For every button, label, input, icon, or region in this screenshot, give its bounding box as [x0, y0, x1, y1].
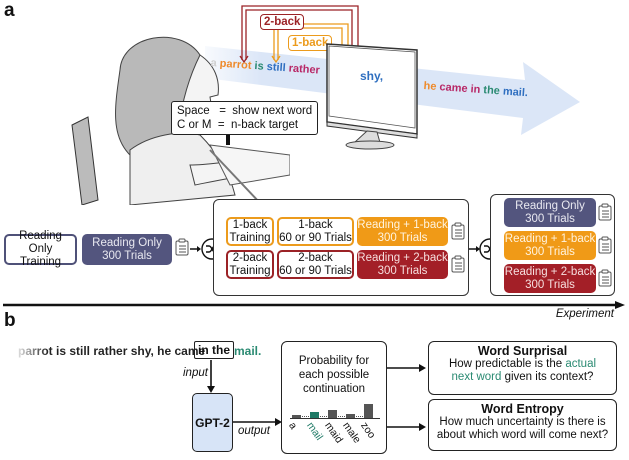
- experiment-axis: [3, 301, 625, 309]
- clipboard-icon: [598, 203, 612, 221]
- probability-box: Probability for each possible continuati…: [281, 341, 387, 454]
- two-back-label: 2-back: [260, 14, 305, 30]
- word: in: [470, 83, 481, 96]
- final-reading-plus-two-back: Reading + 2-back 300 Trials: [504, 264, 596, 293]
- arrow-to-entropy: [387, 423, 426, 431]
- word: he: [423, 80, 437, 93]
- surprisal-title: Word Surprisal: [477, 344, 568, 358]
- callout-pointer: [226, 135, 230, 145]
- prob-bar-a: [292, 415, 301, 418]
- arrow-to-surprisal: [387, 364, 426, 372]
- reading-only-training: Reading Only Training: [4, 230, 77, 268]
- prob-label-mail: mail: [304, 420, 326, 443]
- word: parrot: [219, 57, 252, 72]
- clipboard-icon: [451, 222, 465, 240]
- entropy-title: Word Entropy: [481, 402, 564, 416]
- word: mail.: [502, 85, 529, 100]
- prob-bar-zoo: [364, 404, 373, 418]
- word: still: [266, 60, 287, 75]
- output-label: output: [238, 425, 270, 437]
- reading-only-300: Reading Only 300 Trials: [82, 234, 172, 265]
- word: came: [439, 81, 468, 96]
- surprisal-line2: next word given its context?: [429, 371, 616, 384]
- probability-box-title: Probability for each possible continuati…: [298, 355, 370, 395]
- entropy-line1: How much uncertainty is there is: [439, 416, 606, 428]
- arrow-right-icon: [469, 246, 480, 252]
- gpt2-model: GPT-2: [192, 393, 233, 452]
- clipboard-icon: [175, 238, 189, 256]
- word: is: [254, 60, 265, 73]
- word: rather: [288, 62, 321, 77]
- word-surprisal-box: Word Surprisal How predictable is the ac…: [428, 341, 617, 395]
- word-entropy-box: Word Entropy How much uncertainty is the…: [428, 399, 617, 451]
- monitor: [326, 43, 418, 150]
- key-instructions: Space = show next word C or M = n-back t…: [171, 101, 319, 135]
- ellipsis-dots: [356, 416, 363, 418]
- word: a: [210, 57, 218, 70]
- clipboard-icon: [451, 255, 465, 273]
- one-back-60-90: 1-back 60 or 90 Trials: [277, 217, 354, 246]
- ellipsis-dots: [302, 416, 309, 418]
- prob-bar-mail: [310, 411, 319, 418]
- arrow-right-icon: [190, 246, 201, 252]
- nback-brackets: [239, 5, 359, 64]
- two-back-60-90: 2-back 60 or 90 Trials: [277, 250, 354, 279]
- highlight-text: next word: [451, 371, 502, 383]
- prob-bar-maid: [328, 410, 337, 418]
- prob-label-maid: maid: [322, 420, 346, 446]
- chart-baseline: [290, 418, 380, 419]
- nback-block-frame: [213, 199, 469, 296]
- text: How predictable is the: [448, 358, 566, 370]
- input-arrow: [207, 360, 215, 393]
- input-words-box: in the: [194, 341, 234, 359]
- entropy-line2: about which word will come next?: [436, 429, 609, 441]
- ellipsis-dots: [338, 416, 345, 418]
- context-text: parrot is still rather shy, he came: [18, 344, 206, 358]
- panel-b-label: b: [4, 310, 16, 331]
- one-back-label: 1-back: [288, 35, 333, 51]
- experiment-axis-label: Experiment: [555, 308, 614, 320]
- word: the: [482, 84, 501, 98]
- one-back-training: 1-back Training: [226, 217, 274, 246]
- input-label: input: [183, 367, 208, 379]
- target-word: mail.: [234, 344, 262, 358]
- screen-word: shy,: [360, 69, 384, 83]
- two-back-training: 2-back Training: [226, 250, 274, 279]
- clipboard-icon: [598, 269, 612, 287]
- ellipsis-dots: [320, 416, 327, 418]
- panel-a-label: a: [4, 0, 15, 21]
- reading-plus-one-back: Reading + 1-back 300 Trials: [357, 217, 448, 246]
- final-reading-only: Reading Only 300 Trials: [504, 198, 596, 227]
- final-reading-plus-one-back: Reading + 1-back 300 Trials: [504, 231, 596, 260]
- prob-label-male: male: [340, 420, 364, 446]
- output-arrow: [233, 418, 282, 426]
- reading-plus-two-back: Reading + 2-back 300 Trials: [357, 250, 448, 279]
- clipboard-icon: [598, 236, 612, 254]
- text: given its context?: [501, 371, 594, 383]
- prob-bar-male: [346, 413, 355, 418]
- highlight-text: actual: [565, 358, 597, 370]
- surprisal-line1: How predictable is the actual: [429, 358, 616, 371]
